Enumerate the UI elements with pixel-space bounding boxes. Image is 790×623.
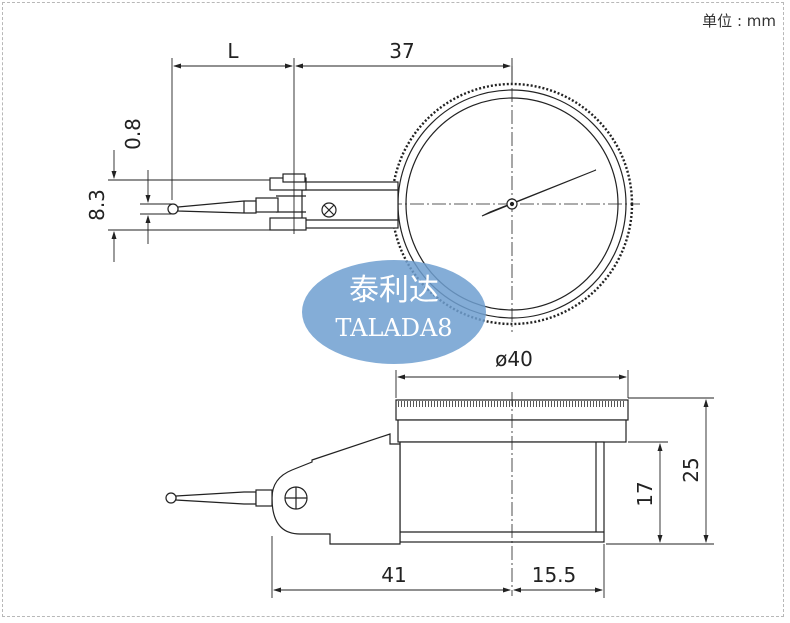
dim-label-17: 17 [633,481,657,506]
drawing-frame [2,2,784,617]
watermark-chinese: 泰利达 [349,273,439,308]
side-view [165,392,629,596]
dim-label-37: 37 [389,39,414,63]
dim-label-L: L [227,39,239,63]
top-dimensions [108,58,513,262]
dim-label-41: 41 [381,563,406,587]
watermark: 泰利达 TALADA8 [302,260,486,364]
dial-pointer [481,169,597,217]
dim-label-25: 25 [679,457,703,482]
stylus [167,200,257,215]
side-dimensions [271,370,714,598]
dim-label-d40: ø40 [495,347,533,371]
unit-label: 单位 : mm [702,12,776,30]
dim-label-8-3: 8.3 [85,189,109,221]
arm-body [255,173,399,231]
watermark-latin: TALADA8 [335,314,452,342]
dim-label-15-5: 15.5 [532,563,577,587]
dim-label-0-8: 0.8 [121,118,145,150]
